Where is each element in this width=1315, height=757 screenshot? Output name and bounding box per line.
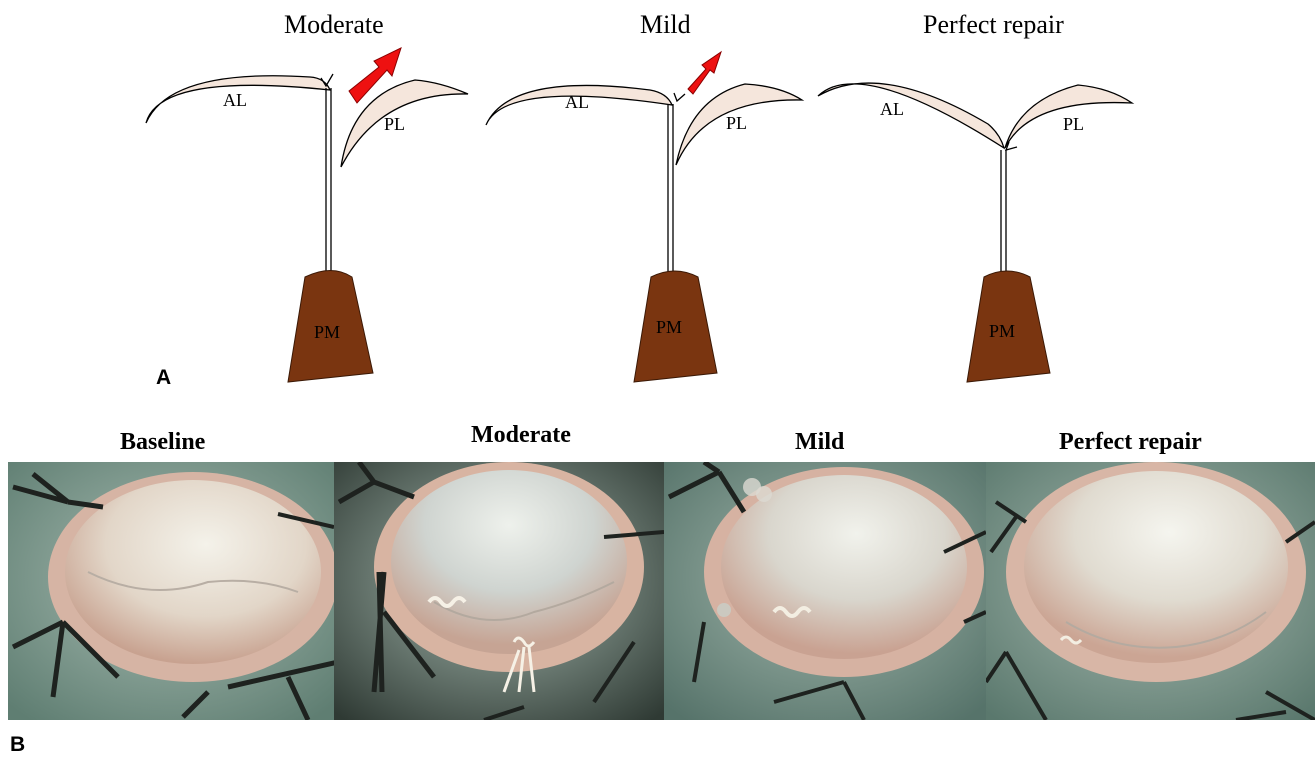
label-pm: PM bbox=[314, 322, 340, 342]
diagram-moderate: AL PL PM bbox=[146, 48, 468, 382]
photo-moderate bbox=[334, 462, 664, 720]
label-al: AL bbox=[565, 92, 589, 112]
photo-mild bbox=[664, 462, 986, 720]
photo-title-perfect-repair: Perfect repair bbox=[1059, 429, 1202, 456]
anterior-leaflet bbox=[818, 83, 1004, 148]
photo-title-mild: Mild bbox=[795, 429, 844, 456]
schematic-diagrams: AL PL PM AL PL PM AL PL PM bbox=[0, 0, 1315, 400]
photo-perfect-repair bbox=[986, 462, 1315, 720]
label-pm: PM bbox=[656, 317, 682, 337]
diagram-mild: AL PL PM bbox=[486, 52, 802, 382]
label-pl: PL bbox=[1063, 114, 1084, 134]
panel-label-b: B bbox=[10, 733, 25, 757]
regurgitation-arrow bbox=[688, 52, 721, 94]
photo-baseline bbox=[8, 462, 334, 720]
label-al: AL bbox=[223, 90, 247, 110]
label-al: AL bbox=[880, 99, 904, 119]
diagram-perfect-repair: AL PL PM bbox=[818, 83, 1132, 382]
panel-label-a: A bbox=[156, 366, 171, 390]
photo-title-moderate: Moderate bbox=[471, 422, 571, 449]
photo-title-baseline: Baseline bbox=[120, 429, 205, 456]
label-pl: PL bbox=[384, 114, 405, 134]
label-pl: PL bbox=[726, 113, 747, 133]
label-pm: PM bbox=[989, 321, 1015, 341]
suture-knot bbox=[674, 93, 685, 101]
